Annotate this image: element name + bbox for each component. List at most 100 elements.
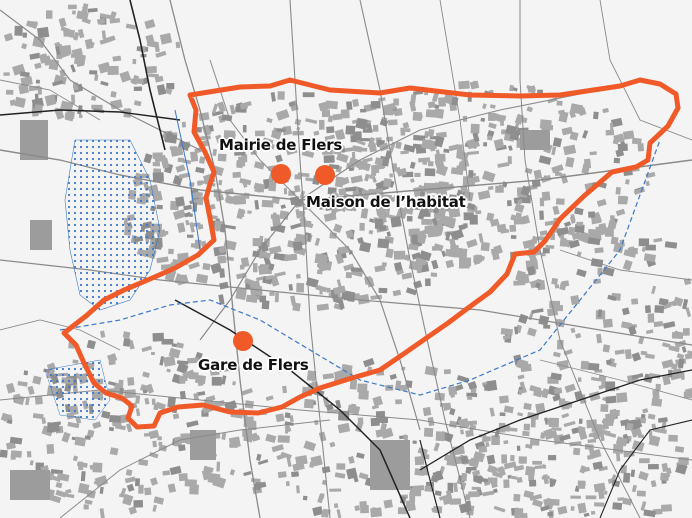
building-footprint	[96, 17, 106, 25]
building-footprint	[302, 92, 315, 98]
building-footprint	[509, 224, 517, 232]
building-footprint	[590, 376, 600, 382]
building-footprint	[148, 429, 160, 440]
building-footprint	[188, 261, 200, 270]
building-footprint	[346, 101, 351, 107]
building-footprint	[477, 189, 491, 201]
building-footprint	[190, 242, 198, 249]
building-footprint	[514, 203, 525, 213]
building-footprint	[100, 80, 109, 87]
building-footprint	[676, 353, 685, 360]
building-footprint	[516, 445, 521, 451]
building-footprint	[661, 359, 674, 369]
building-footprint	[83, 504, 89, 510]
building-footprint	[489, 407, 495, 417]
building-footprint	[143, 153, 153, 164]
building-footprint	[329, 232, 337, 239]
building-footprint	[130, 78, 136, 83]
building-footprint	[99, 508, 105, 518]
building-footprint	[25, 397, 30, 406]
building-footprint	[224, 224, 236, 230]
building-footprint	[523, 423, 530, 431]
building-footprint	[401, 272, 413, 280]
building-footprint	[112, 55, 122, 62]
building-footprint	[148, 73, 159, 78]
building-footprint	[513, 218, 524, 225]
building-footprint	[432, 217, 438, 226]
building-footprint	[13, 393, 22, 402]
building-footprint	[232, 381, 237, 386]
label-mairie-de-flers: Mairie de Flers	[219, 136, 343, 154]
building-footprint	[319, 119, 325, 130]
building-footprint	[156, 84, 167, 96]
building-footprint	[528, 474, 535, 481]
building-footprint	[144, 397, 150, 405]
building-footprint	[282, 385, 288, 394]
building-footprint	[500, 424, 511, 432]
building-footprint	[568, 226, 576, 236]
building-footprint	[449, 498, 462, 505]
large-building-footprint	[20, 120, 48, 160]
building-footprint	[185, 213, 193, 217]
building-footprint	[314, 237, 321, 246]
building-footprint	[217, 153, 227, 162]
building-footprint	[99, 486, 104, 494]
building-footprint	[481, 170, 496, 183]
building-footprint	[14, 25, 23, 36]
building-footprint	[367, 140, 375, 149]
building-footprint	[410, 94, 417, 104]
stream	[174, 109, 201, 251]
building-footprint	[539, 230, 548, 236]
building-footprint	[568, 239, 580, 249]
building-footprint	[315, 284, 328, 293]
building-footprint	[67, 421, 80, 429]
building-footprint	[638, 335, 645, 345]
building-footprint	[32, 36, 46, 48]
building-footprint	[389, 373, 397, 380]
building-footprint	[617, 497, 625, 501]
building-footprint	[442, 498, 452, 505]
building-footprint	[229, 469, 236, 476]
maison-marker-icon[interactable]	[315, 165, 335, 185]
building-footprint	[414, 456, 425, 466]
building-footprint	[251, 478, 261, 483]
building-footprint	[265, 395, 274, 402]
large-building-footprint	[30, 220, 52, 250]
building-footprint	[403, 203, 415, 215]
building-footprint	[90, 95, 97, 102]
building-footprint	[169, 465, 182, 476]
building-footprint	[284, 425, 292, 433]
building-footprint	[439, 402, 451, 407]
building-footprint	[210, 262, 223, 274]
building-footprint	[410, 178, 415, 183]
building-footprint	[72, 359, 79, 364]
building-footprint	[252, 263, 258, 273]
building-footprint	[87, 7, 98, 13]
building-footprint	[571, 232, 581, 241]
building-footprint	[418, 228, 431, 236]
building-footprint	[588, 433, 595, 438]
building-footprint	[535, 402, 546, 414]
building-footprint	[624, 349, 632, 360]
mairie-marker-icon[interactable]	[271, 164, 291, 184]
building-footprint	[422, 406, 432, 417]
gare-marker-icon[interactable]	[233, 331, 253, 351]
building-footprint	[345, 229, 355, 239]
building-footprint	[292, 302, 301, 312]
building-footprint	[133, 86, 142, 91]
building-footprint	[84, 499, 93, 505]
building-footprint	[468, 491, 480, 498]
pond-area	[64, 139, 161, 311]
building-footprint	[196, 391, 206, 397]
building-footprint	[540, 432, 546, 439]
building-footprint	[508, 427, 518, 432]
building-footprint	[294, 237, 306, 243]
building-footprint	[654, 427, 667, 434]
building-footprint	[540, 505, 550, 512]
building-footprint	[465, 429, 474, 438]
building-footprint	[172, 209, 186, 220]
building-footprint	[467, 395, 473, 400]
building-footprint	[480, 117, 486, 122]
building-footprint	[451, 239, 455, 244]
